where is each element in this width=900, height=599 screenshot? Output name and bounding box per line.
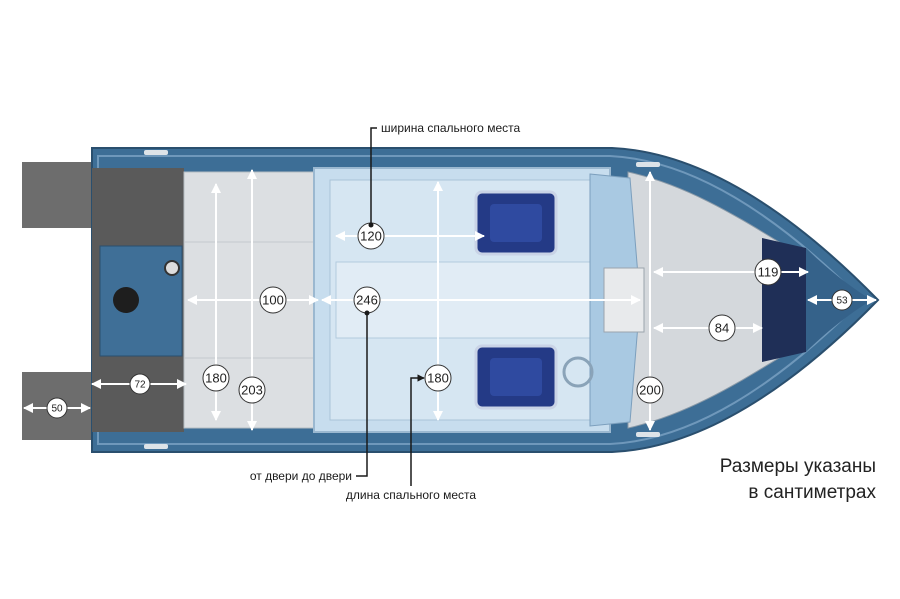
engine-bracket-top [22,162,92,228]
dim-badge-246: 246 [353,286,381,314]
cleat [144,150,168,155]
cleat [636,432,660,437]
dim-badge-72: 72 [129,373,151,395]
callout-door-to-door: от двери до двери [250,469,352,483]
leader-sleeping-width [370,127,377,226]
dim-label-53: 53 [836,296,848,307]
stern-well [99,245,183,357]
leader-sleeping-length [410,374,425,486]
callout-sleeping-width: ширина спального места [381,121,520,135]
dim-label-84: 84 [715,321,729,336]
dim-badge-119: 119 [754,258,782,286]
callout-sleeping-length: длина спального места [346,488,476,502]
dim-label-246: 246 [356,293,378,308]
dim-badge-180-left: 180 [202,364,230,392]
dim-label-180-left: 180 [205,371,227,386]
dim-label-120: 120 [360,229,382,244]
dim-label-203: 203 [241,383,263,398]
dim-label-119: 119 [758,265,779,280]
dim-badge-50: 50 [46,397,68,419]
dim-badge-180-center: 180 [424,364,452,392]
dim-badge-203: 203 [238,376,266,404]
note-line-1: Размеры указаны [720,456,876,477]
leader-door-to-door [356,312,368,477]
dim-badge-53: 53 [831,289,853,311]
drain-cap [164,260,180,276]
cleat [636,162,660,167]
dim-badge-84: 84 [708,314,736,342]
steering-wheel [562,356,594,388]
fuel-cap [113,287,139,313]
note-line-2: в сантиметрах [748,482,876,503]
anchor-locker [762,238,806,362]
dim-label-50: 50 [51,404,63,415]
cleat [144,444,168,449]
dim-badge-100: 100 [259,286,287,314]
dim-badge-200: 200 [636,376,664,404]
dim-label-180-center: 180 [427,371,449,386]
dim-label-100: 100 [262,293,284,308]
dim-label-72: 72 [134,380,146,391]
dim-label-200: 200 [639,383,661,398]
